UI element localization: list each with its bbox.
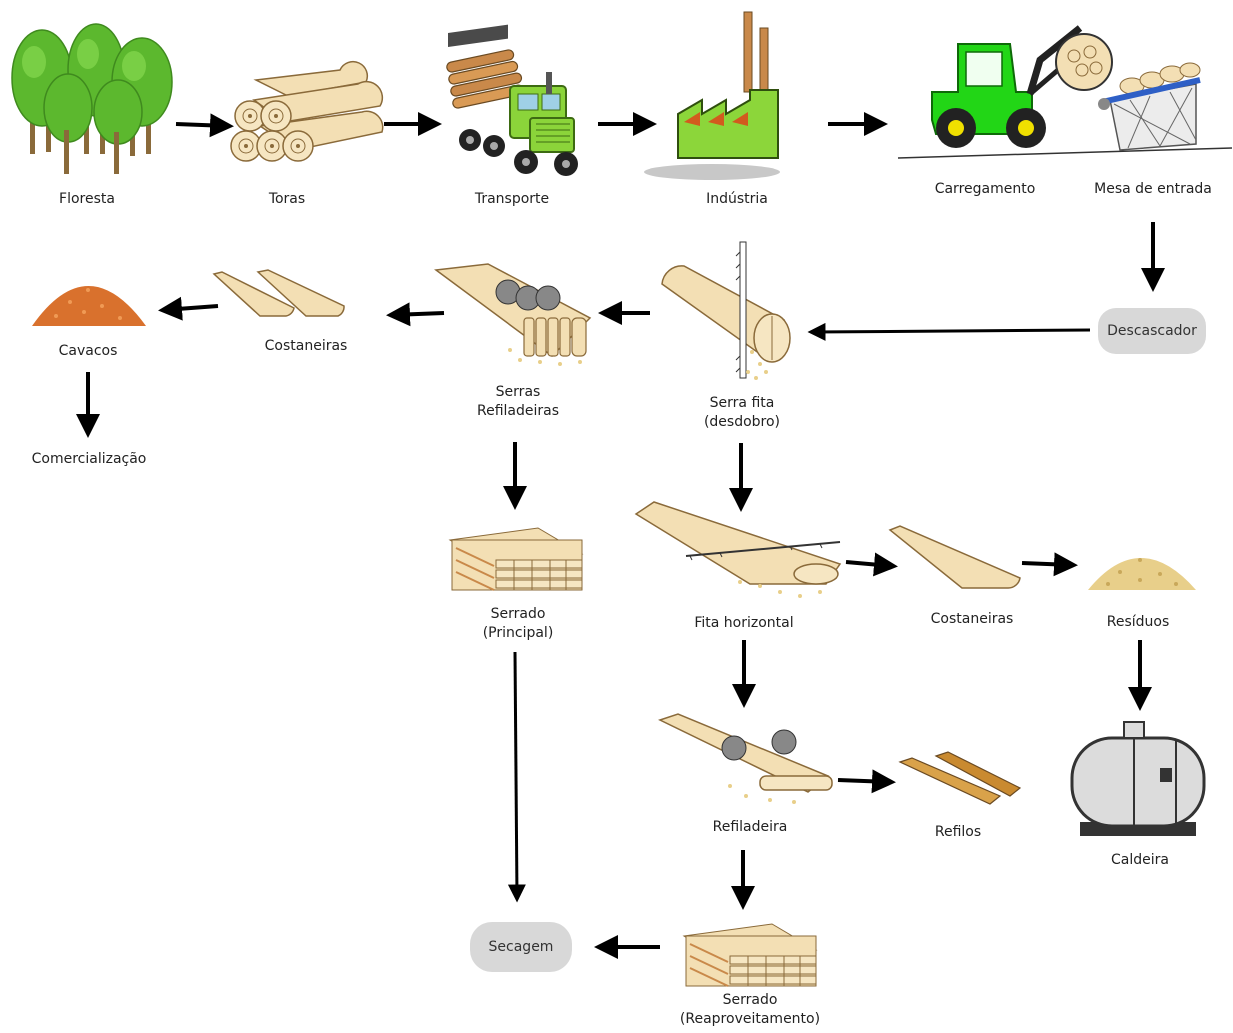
arrow-floresta-toras xyxy=(175,113,234,138)
boiler-icon xyxy=(1070,721,1206,836)
process-pill-secagem: Secagem xyxy=(470,922,572,972)
label-cavacos: Cavacos xyxy=(58,343,118,359)
arrow-refiladeira-refilos xyxy=(837,769,896,794)
label-industria: Indústria xyxy=(706,191,768,207)
label-costaneiras-mid: Costaneiras xyxy=(930,611,1014,627)
process-pill-descascador: Descascador xyxy=(1098,308,1206,354)
label-refilos: Refilos xyxy=(934,824,982,840)
label-serrado-principal: Serrado (Principal) xyxy=(466,605,570,643)
label-costaneiras-top: Costaneiras xyxy=(264,338,348,354)
lumber-stack-icon xyxy=(448,527,584,591)
factory-icon xyxy=(644,11,780,180)
label-serra-fita-line2: (desdobro) xyxy=(703,414,781,430)
bandsaw-icon xyxy=(661,241,791,380)
slab-icon-mid xyxy=(888,525,1021,589)
label-serrado-reap-line1: Serrado xyxy=(722,992,778,1008)
label-serrado-principal-line2: (Principal) xyxy=(482,625,554,641)
label-serras-refiladeiras: Serras Refiladeiras xyxy=(466,383,570,421)
log-truck-icon xyxy=(446,24,578,176)
label-serrado-reap-line2: (Reaproveitamento) xyxy=(679,1011,821,1027)
label-carregamento: Carregamento xyxy=(934,181,1036,197)
tree-icon xyxy=(11,23,173,174)
label-floresta: Floresta xyxy=(59,191,115,207)
label-caldeira: Caldeira xyxy=(1111,852,1169,868)
infeed-table-icon xyxy=(1098,62,1201,151)
label-transporte: Transporte xyxy=(474,191,550,207)
label-toras: Toras xyxy=(268,191,306,207)
label-serrado-reap: Serrado (Reaproveitamento) xyxy=(668,991,832,1029)
residue-pile-icon xyxy=(1088,558,1196,590)
bandsaw-horizontal-icon xyxy=(634,501,842,598)
arrow-fitahorizontal-costaneiras xyxy=(845,552,898,577)
edger-saw-icon xyxy=(434,263,592,366)
label-serra-fita-line1: Serra fita xyxy=(709,395,775,411)
loader-tractor-icon xyxy=(897,25,1233,159)
label-refiladeira: Refiladeira xyxy=(712,819,788,835)
arrow-serrado-principal-secagem xyxy=(507,651,526,903)
label-serrado-principal-line1: Serrado xyxy=(490,606,546,622)
arrow-costaneiras-cavacos xyxy=(158,296,219,321)
label-fita-horizontal: Fita horizontal xyxy=(694,615,794,631)
slab-icon xyxy=(212,269,345,317)
flow-arrows xyxy=(76,112,1165,959)
label-mesa-entrada: Mesa de entrada xyxy=(1094,181,1212,197)
label-serras-line1: Serras xyxy=(495,384,541,400)
arrow-descascador-serrafita xyxy=(807,322,1091,341)
arrow-costaneiras-residuos xyxy=(1021,552,1078,577)
lumber-stack-reap-icon xyxy=(682,923,818,987)
label-serra-fita: Serra fita (desdobro) xyxy=(690,394,794,432)
chip-pile-icon xyxy=(32,286,146,326)
label-serras-line2: Refiladeiras xyxy=(476,403,560,419)
label-comercializacao: Comercialização xyxy=(31,451,147,467)
arrow-serras-costaneiras xyxy=(386,302,445,327)
label-residuos: Resíduos xyxy=(1106,614,1170,630)
edger-icon xyxy=(658,713,833,804)
trim-strips-icon xyxy=(898,751,1022,805)
logs-icon xyxy=(230,60,384,162)
